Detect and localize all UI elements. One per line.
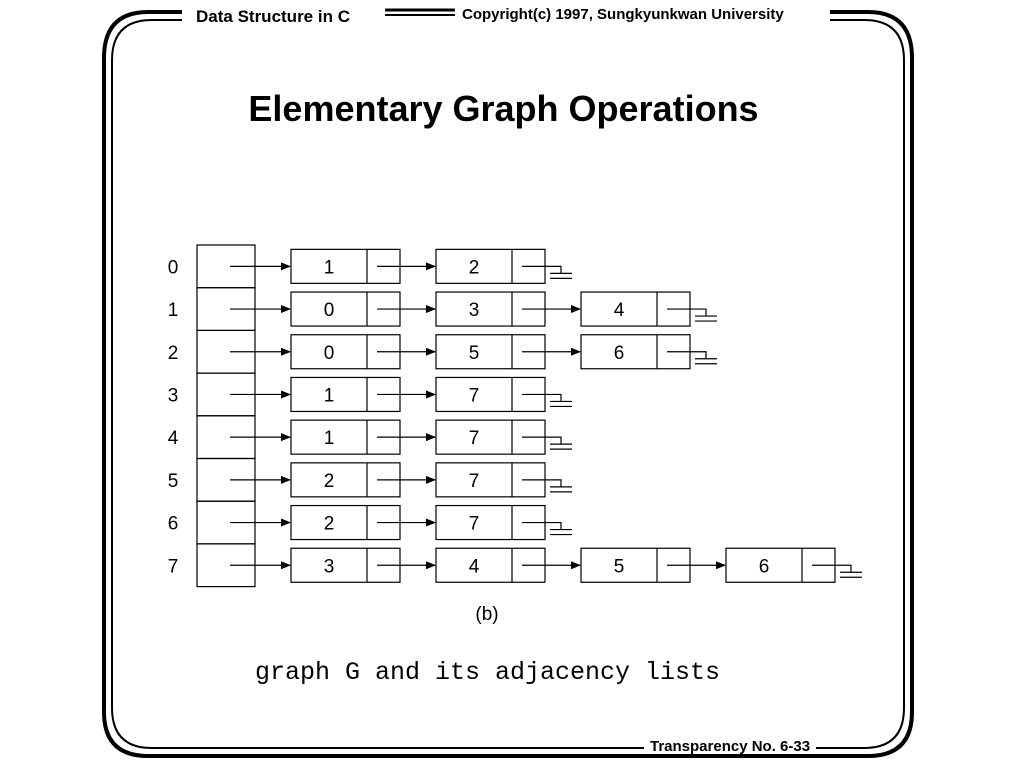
null-pointer-line bbox=[667, 351, 707, 359]
node-vertex-value: 0 bbox=[324, 300, 335, 321]
node-vertex-value: 6 bbox=[759, 556, 770, 577]
figure-subcaption: (b) bbox=[475, 604, 499, 625]
null-pointer-line bbox=[522, 265, 562, 274]
node-vertex-value: 1 bbox=[324, 257, 335, 278]
node-vertex-value: 5 bbox=[614, 556, 625, 577]
null-pointer-line bbox=[522, 479, 562, 487]
null-pointer-line bbox=[522, 436, 562, 445]
vertex-label: 5 bbox=[168, 471, 179, 492]
node-vertex-value: 3 bbox=[469, 300, 480, 321]
figure-caption: graph G and its adjacency lists bbox=[254, 658, 721, 687]
node-vertex-value: 3 bbox=[324, 556, 335, 577]
node-vertex-value: 7 bbox=[469, 514, 480, 535]
node-vertex-value: 7 bbox=[469, 428, 480, 449]
vertex-label: 0 bbox=[168, 257, 179, 278]
node-vertex-value: 7 bbox=[469, 471, 480, 492]
vertex-label: 4 bbox=[168, 428, 179, 449]
header-course-title: Data Structure in C bbox=[190, 8, 356, 25]
node-vertex-value: 0 bbox=[324, 343, 335, 364]
null-pointer-line bbox=[522, 393, 562, 402]
node-vertex-value: 5 bbox=[469, 343, 480, 364]
vertex-label: 7 bbox=[168, 556, 179, 577]
node-vertex-value: 2 bbox=[469, 257, 480, 278]
node-vertex-value: 1 bbox=[324, 428, 335, 449]
node-vertex-value: 1 bbox=[324, 385, 335, 406]
node-vertex-value: 4 bbox=[614, 300, 625, 321]
null-pointer-line bbox=[812, 564, 852, 573]
node-vertex-value: 4 bbox=[469, 556, 480, 577]
null-pointer-line bbox=[522, 521, 562, 530]
slide-title: Elementary Graph Operations bbox=[248, 88, 759, 129]
node-vertex-value: 2 bbox=[324, 471, 335, 492]
footer-transparency-number: Transparency No. 6-33 bbox=[644, 739, 817, 754]
node-vertex-value: 2 bbox=[324, 514, 335, 535]
header-copyright: Copyright(c) 1997, Sungkyunkwan Universi… bbox=[456, 7, 790, 22]
vertex-label: 3 bbox=[168, 385, 179, 406]
node-vertex-value: 6 bbox=[614, 343, 625, 364]
node-vertex-value: 7 bbox=[469, 385, 480, 406]
null-pointer-line bbox=[667, 308, 707, 317]
vertex-label: 2 bbox=[168, 343, 179, 364]
vertex-label: 1 bbox=[168, 300, 179, 321]
vertex-label: 6 bbox=[168, 514, 179, 535]
